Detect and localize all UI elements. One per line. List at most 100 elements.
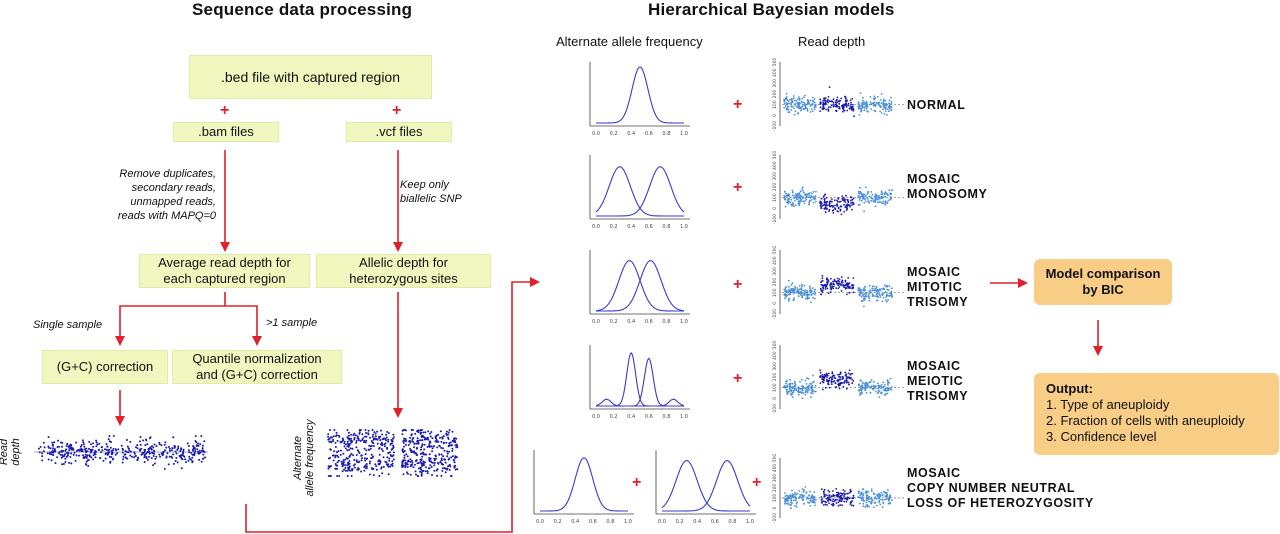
depth-point bbox=[832, 105, 835, 108]
scatter-point bbox=[406, 463, 409, 466]
depth-point bbox=[881, 498, 884, 501]
scatter-point bbox=[420, 435, 423, 437]
depth-point bbox=[846, 208, 849, 210]
depth-point bbox=[888, 387, 891, 390]
depth-point bbox=[851, 106, 854, 108]
scatter-point bbox=[182, 450, 185, 453]
depth-point bbox=[805, 294, 808, 297]
depth-point bbox=[833, 199, 836, 202]
depth-point bbox=[809, 505, 811, 507]
depth-point bbox=[823, 198, 826, 201]
scatter-point bbox=[357, 449, 359, 452]
scatter-point bbox=[168, 447, 171, 450]
depth-point bbox=[881, 300, 884, 303]
depth-point bbox=[847, 372, 850, 375]
scatter-point bbox=[42, 441, 45, 444]
scatter-point bbox=[348, 465, 351, 468]
depth-point bbox=[800, 108, 802, 110]
scatter-point bbox=[417, 475, 420, 477]
scatter-point bbox=[66, 454, 69, 457]
scatter-point bbox=[95, 445, 98, 448]
depth-point bbox=[800, 283, 803, 286]
depth-point bbox=[861, 199, 863, 202]
depth-point bbox=[842, 196, 845, 199]
scatter-point bbox=[172, 436, 175, 439]
depth-point bbox=[883, 284, 886, 287]
depth-point bbox=[808, 297, 811, 299]
depth-point bbox=[805, 390, 808, 393]
scatter-point bbox=[331, 454, 334, 457]
depth-point bbox=[788, 102, 790, 105]
scatter-point bbox=[426, 470, 429, 473]
depth-point bbox=[864, 388, 867, 391]
depth-point bbox=[809, 288, 812, 291]
depth-point bbox=[863, 293, 866, 295]
depth-point bbox=[832, 282, 835, 285]
scatter-point bbox=[101, 449, 104, 452]
scatter-point bbox=[173, 444, 176, 447]
depth-point bbox=[814, 385, 817, 387]
depth-point bbox=[885, 495, 888, 498]
scatter-point bbox=[451, 455, 454, 458]
depth-point bbox=[873, 285, 875, 288]
scatter-point bbox=[162, 450, 165, 453]
scatter-point bbox=[370, 440, 373, 442]
scatter-point bbox=[448, 442, 451, 445]
depth-point bbox=[850, 103, 852, 106]
scatter-point bbox=[53, 448, 56, 451]
depth-point bbox=[806, 377, 808, 380]
scatter-point bbox=[145, 455, 148, 458]
scatter-point bbox=[328, 438, 330, 441]
depth-point bbox=[877, 290, 879, 292]
depth-point bbox=[862, 99, 864, 102]
scatter-point bbox=[79, 445, 82, 448]
scatter-point bbox=[86, 450, 89, 453]
scatter-point bbox=[192, 445, 195, 448]
scatter-point bbox=[198, 458, 201, 461]
keep-snp-note: Keep only biallelic SNP bbox=[400, 179, 462, 205]
depth-point bbox=[823, 488, 826, 491]
scatter-point bbox=[152, 455, 155, 457]
depth-point bbox=[888, 106, 891, 109]
depth-point bbox=[838, 278, 841, 281]
scatter-point bbox=[381, 433, 384, 436]
depth-point bbox=[860, 387, 862, 389]
scatter-point bbox=[330, 436, 333, 439]
scatter-point bbox=[124, 449, 127, 452]
depth-point bbox=[795, 389, 798, 392]
scatter-point bbox=[332, 435, 335, 438]
scatter-point bbox=[82, 441, 85, 444]
scatter-point bbox=[361, 438, 364, 441]
scatter-point bbox=[433, 459, 436, 462]
scatter-point bbox=[46, 452, 49, 455]
depth-point bbox=[851, 286, 854, 289]
scatter-point bbox=[112, 447, 115, 450]
density-tick-label: 0.4 bbox=[571, 519, 579, 525]
depth-point bbox=[830, 288, 833, 291]
depth-point bbox=[787, 202, 790, 205]
scatter-point bbox=[387, 452, 390, 455]
scatter-point bbox=[404, 439, 407, 442]
density-tick-label: 0.0 bbox=[592, 131, 600, 137]
scatter-point bbox=[432, 461, 434, 464]
depth-point bbox=[813, 495, 816, 498]
depth-point bbox=[823, 375, 825, 377]
scatter-point bbox=[402, 464, 405, 467]
depth-point bbox=[787, 100, 790, 102]
depth-point bbox=[865, 499, 868, 501]
depth-point bbox=[821, 378, 824, 381]
depth-point bbox=[832, 101, 835, 104]
scatter-point bbox=[145, 452, 148, 455]
depth-point bbox=[789, 378, 791, 381]
scatter-point bbox=[409, 447, 412, 450]
depth-point bbox=[810, 386, 813, 388]
scatter-point bbox=[50, 453, 53, 456]
depth-point bbox=[851, 372, 854, 375]
depth-point bbox=[885, 103, 888, 106]
depth-point bbox=[862, 505, 865, 508]
depth-point bbox=[796, 501, 799, 504]
scatter-point bbox=[108, 455, 111, 458]
